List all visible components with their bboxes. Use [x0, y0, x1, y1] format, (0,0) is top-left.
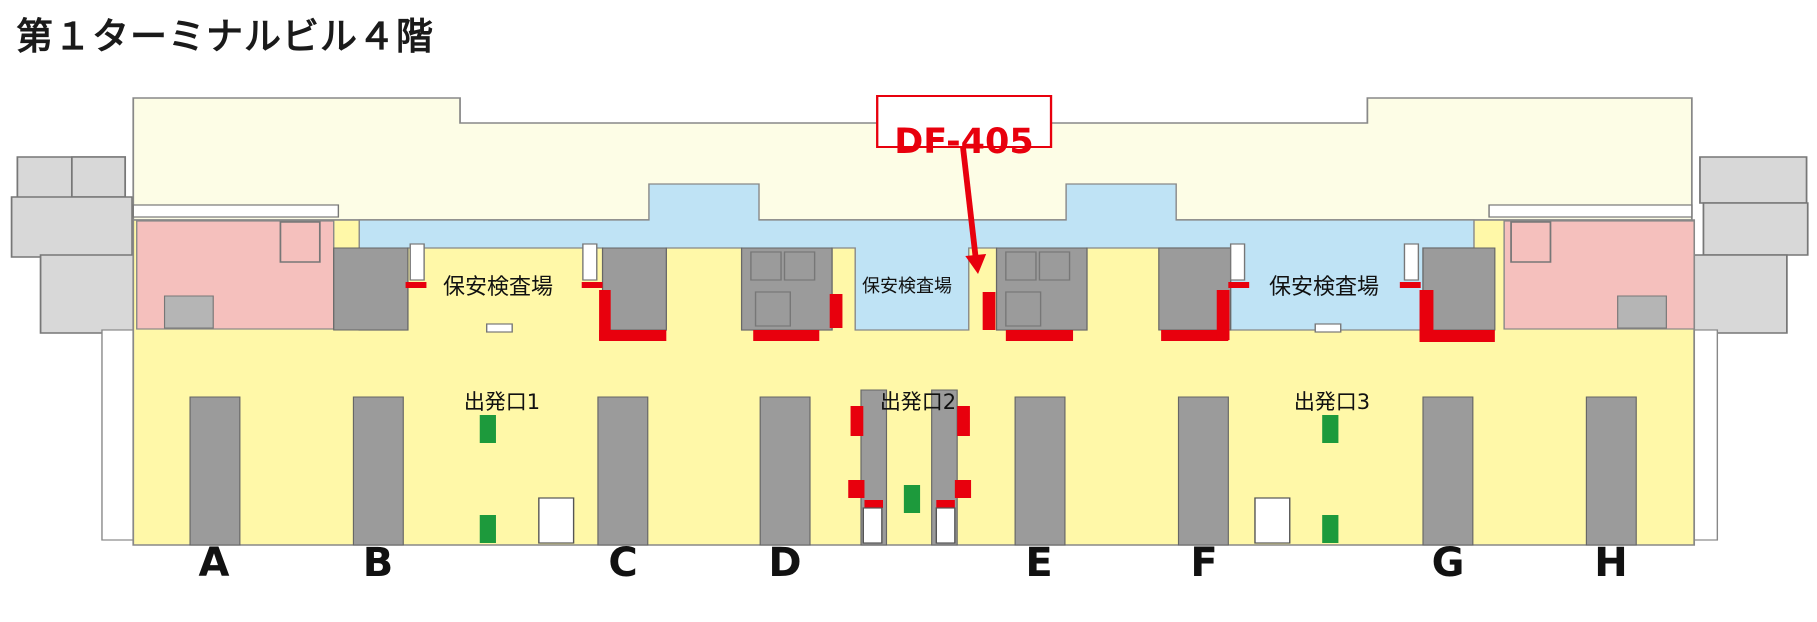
marker-arrowhead [965, 254, 987, 274]
restroom-cell [1038, 251, 1071, 281]
exit-marker [479, 415, 496, 443]
pillar-label-c: C [608, 540, 637, 586]
check-in-island [759, 396, 811, 546]
gate-kiosk [409, 243, 425, 281]
security-block [1422, 247, 1496, 331]
check-in-island [352, 396, 404, 546]
gate-kiosk [582, 243, 598, 281]
gate-kiosk [1229, 243, 1246, 281]
counter-highlight [1005, 330, 1074, 341]
left-wing-block [10, 196, 133, 258]
check-in-island [597, 396, 649, 546]
gate-label-2: 出発口2 [880, 390, 956, 414]
security-block [333, 247, 409, 331]
exit-marker [1322, 515, 1339, 543]
pillar-label-a: A [199, 540, 230, 586]
right-wing-block [1693, 254, 1788, 334]
counter-highlight [829, 294, 843, 328]
upper-wall [132, 204, 340, 218]
exit-marker [1322, 415, 1339, 443]
room-fixture [163, 295, 214, 329]
left-wing-block [39, 254, 137, 334]
counter-highlight [753, 330, 820, 341]
marker-box[interactable] [876, 95, 1053, 148]
security-label-2: 保安検査場 [862, 276, 952, 297]
restroom-cell [754, 291, 791, 327]
pillar-label-g: G [1432, 540, 1465, 586]
counter-highlight [581, 282, 603, 288]
exit-marker [903, 485, 921, 513]
left-wall [101, 329, 138, 541]
stairs-icon [538, 497, 575, 544]
check-in-island [1422, 396, 1474, 546]
pillar-label-e: E [1025, 540, 1052, 586]
stairs-icon [279, 221, 321, 263]
stairs-icon [935, 507, 956, 544]
counter-highlight [599, 290, 611, 340]
security-block [995, 247, 1088, 331]
counter-highlight [982, 292, 996, 330]
gate-kiosk [1403, 243, 1420, 281]
marker-arrow [960, 146, 979, 259]
security-label-3: 保安検査場 [1269, 275, 1379, 300]
left-wing-block [70, 156, 127, 198]
counter-highlight [957, 406, 970, 436]
pillar-label-f: F [1190, 540, 1217, 586]
counter-highlight [864, 500, 884, 508]
security-block [741, 247, 833, 331]
check-in-island [1585, 396, 1637, 546]
counter-highlight [1419, 290, 1434, 340]
gate-sign [486, 323, 513, 333]
counter-highlight [850, 406, 864, 436]
counter-highlight [1419, 330, 1495, 342]
check-in-island [1177, 396, 1229, 546]
gate-label-3: 出発口3 [1294, 390, 1370, 414]
counter-highlight [599, 330, 667, 341]
security-label-1: 保安検査場 [443, 275, 553, 300]
upper-wall [1488, 204, 1693, 218]
room-fixture [1617, 295, 1667, 329]
marker-label[interactable]: DF-405 [894, 122, 1033, 162]
stairs-icon [862, 507, 883, 544]
stairs-icon [1510, 221, 1552, 263]
gate-label-1: 出発口1 [464, 390, 540, 414]
right-wing-block [1702, 202, 1809, 256]
counter-highlight [1161, 330, 1229, 341]
restroom-cell [783, 251, 816, 281]
right-wall [1693, 329, 1719, 541]
counter-highlight [405, 282, 427, 288]
counter-highlight [848, 480, 865, 498]
security-block [601, 247, 667, 331]
right-wing-block [1699, 156, 1808, 204]
counter-highlight [1228, 282, 1250, 288]
counter-highlight [936, 500, 955, 508]
counter-highlight [1216, 290, 1230, 340]
restroom-cell [1005, 291, 1042, 327]
pillar-label-h: H [1594, 540, 1627, 586]
stairs-icon [1254, 497, 1291, 544]
gate-sign [1314, 323, 1342, 333]
exit-marker [479, 515, 496, 543]
page-title: 第１ターミナルビル４階 [16, 15, 434, 58]
check-in-island [1014, 396, 1066, 546]
restroom-cell [1005, 251, 1037, 281]
counter-highlight [1399, 282, 1421, 288]
restroom-cell [750, 251, 782, 281]
pillar-label-d: D [768, 540, 801, 586]
pillar-label-b: B [363, 540, 394, 586]
check-in-island [189, 396, 241, 546]
counter-highlight [954, 480, 972, 498]
